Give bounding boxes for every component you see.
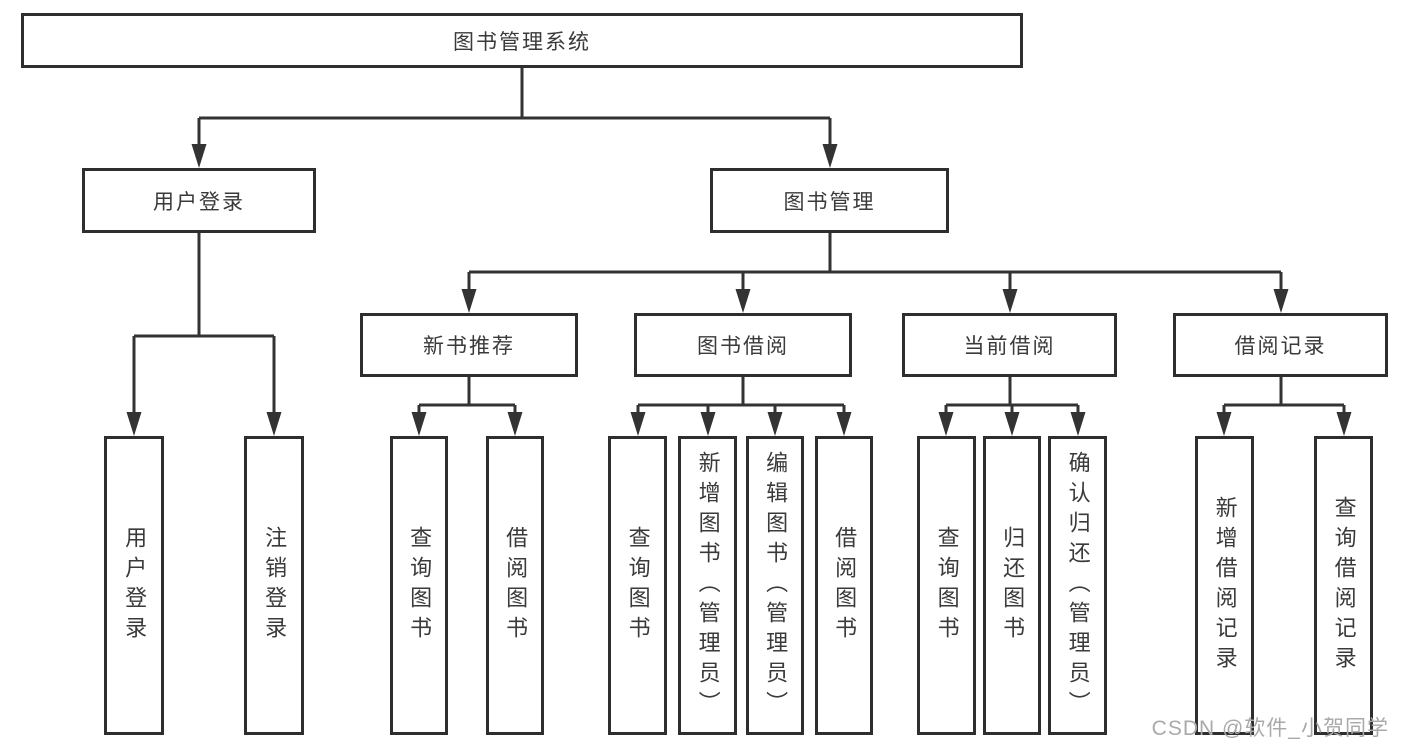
leaf-user-login: 用户登录 (104, 436, 164, 735)
connector-book-borrow-to-leaves (636, 377, 846, 414)
leaf-add-borrow-record: 新增借阅记录 (1195, 436, 1254, 735)
leaf-query-books-recommend: 查询图书 (390, 436, 448, 735)
leaf-query-borrow-record: 查询借阅记录 (1314, 436, 1373, 735)
node-book-borrow: 图书借阅 (634, 313, 852, 377)
arrow-down-icon (461, 289, 477, 313)
arrow-down-icon (836, 412, 852, 436)
node-user-login: 用户登录 (82, 168, 316, 233)
leaf-return-books: 归还图书 (983, 436, 1041, 735)
connector-new-book-to-leaves (417, 377, 517, 414)
arrowheads (126, 144, 1352, 436)
connector-book-mgmt-to-level3 (467, 233, 1283, 291)
connector-borrow-record-to-leaves (1222, 377, 1346, 414)
arrow-down-icon (126, 412, 142, 436)
node-library-management-system: 图书管理系统 (21, 13, 1023, 68)
leaf-query-books-current: 查询图书 (917, 436, 976, 735)
arrow-down-icon (630, 412, 646, 436)
arrow-down-icon (822, 144, 838, 168)
leaf-borrow-books-recommend: 借阅图书 (486, 436, 544, 735)
arrow-down-icon (191, 144, 207, 168)
arrow-down-icon (411, 412, 427, 436)
leaf-edit-book-admin: 编辑图书（管理员） (746, 436, 804, 735)
arrow-down-icon (767, 412, 783, 436)
arrow-down-icon (700, 412, 716, 436)
leaf-logout-login: 注销登录 (244, 436, 304, 735)
arrow-down-icon (266, 412, 282, 436)
arrow-down-icon (735, 289, 751, 313)
arrow-down-icon (1336, 412, 1352, 436)
arrow-down-icon (1070, 412, 1086, 436)
node-borrow-records: 借阅记录 (1173, 313, 1388, 377)
arrow-down-icon (1004, 412, 1020, 436)
csdn-watermark: CSDN @软件_小贺同学 (1151, 717, 1389, 740)
connector-current-borrow-to-leaves (944, 377, 1080, 414)
arrow-down-icon (507, 412, 523, 436)
connector-root-to-level2 (197, 68, 832, 146)
leaf-query-books-borrow: 查询图书 (608, 436, 667, 735)
leaf-confirm-return-admin: 确认归还（管理员） (1048, 436, 1107, 735)
node-new-book-recommend: 新书推荐 (360, 313, 578, 377)
node-current-borrow: 当前借阅 (902, 313, 1117, 377)
connector-user-login-to-leaves (132, 233, 276, 414)
leaf-borrow-books: 借阅图书 (815, 436, 873, 735)
arrow-down-icon (1002, 289, 1018, 313)
leaf-add-book-admin: 新增图书（管理员） (678, 436, 737, 735)
arrow-down-icon (1273, 289, 1289, 313)
arrow-down-icon (938, 412, 954, 436)
arrow-down-icon (1216, 412, 1232, 436)
node-book-management: 图书管理 (710, 168, 949, 233)
